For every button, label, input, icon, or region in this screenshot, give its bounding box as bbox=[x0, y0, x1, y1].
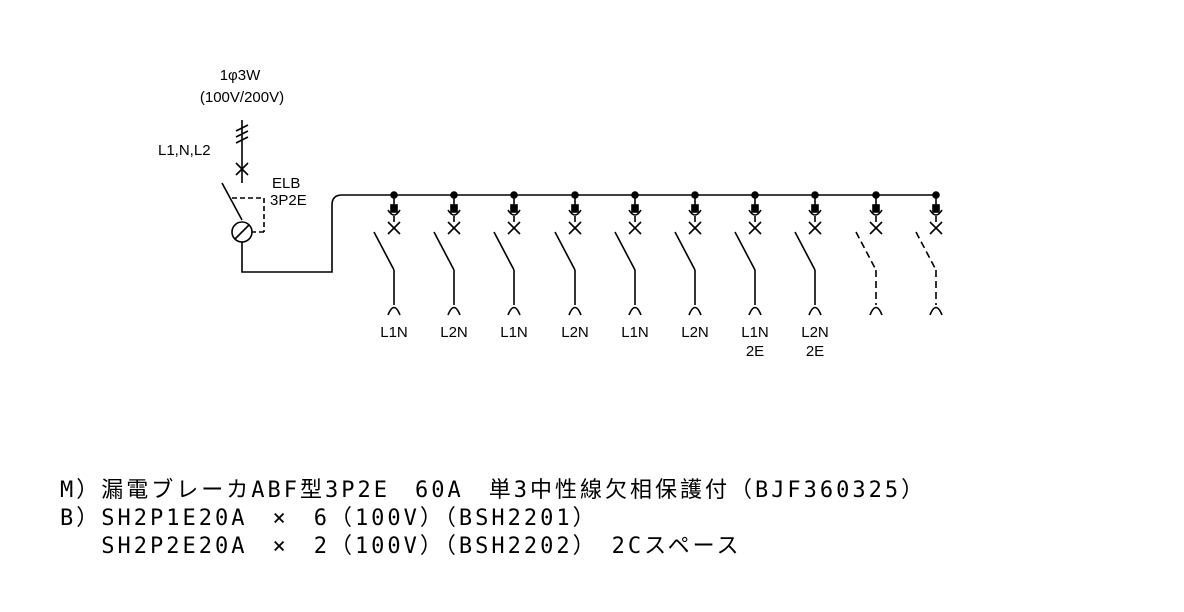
main-elb-symbol bbox=[221, 182, 936, 273]
plug-in-terminal bbox=[751, 204, 759, 213]
note-branch-breakers-2e: SH2P2E20A × 2（100V）（BSH2202） 2Cスペース bbox=[60, 534, 742, 559]
elb-type-label: ELB bbox=[272, 175, 300, 192]
branch-circuit bbox=[614, 191, 642, 316]
supply-conductors-label: L1,N,L2 bbox=[158, 142, 211, 159]
branch-phase-label: L2N bbox=[681, 324, 709, 341]
branch-phase-label: L1N bbox=[741, 324, 769, 341]
plug-in-terminal bbox=[450, 204, 458, 213]
branch-circuit bbox=[433, 191, 461, 316]
plug-in-terminal bbox=[872, 204, 880, 213]
branch-phase-label: L1N bbox=[500, 324, 528, 341]
elb-poles-label: 3P2E bbox=[270, 192, 307, 209]
plug-in-terminal bbox=[811, 204, 819, 213]
incoming-feed bbox=[235, 120, 249, 183]
branch-phase-label: L1N bbox=[621, 324, 649, 341]
spare-branch bbox=[915, 191, 943, 316]
plug-in-terminal bbox=[631, 204, 639, 213]
spare-branch bbox=[855, 191, 883, 316]
plug-in-terminal bbox=[932, 204, 940, 213]
branch-phase-label: L2N bbox=[801, 324, 829, 341]
branch-earth-label: 2E bbox=[746, 343, 764, 360]
branch-phase-label: L1N bbox=[380, 324, 408, 341]
note-main-breaker: M）漏電ブレーカABF型3P2E 60A 単3中性線欠相保護付（BJF36032… bbox=[60, 478, 927, 503]
plug-in-terminal bbox=[390, 204, 398, 213]
branch-circuit bbox=[734, 191, 762, 316]
plug-in-terminal bbox=[571, 204, 579, 213]
branch-circuit bbox=[674, 191, 702, 316]
branch-circuit bbox=[373, 191, 401, 316]
supply-system-label: 1φ3W bbox=[220, 67, 261, 84]
note-branch-breakers-1e: B）SH2P1E20A × 6（100V）（BSH2201） bbox=[60, 506, 598, 531]
branch-earth-label: 2E bbox=[806, 343, 824, 360]
branch-circuit bbox=[794, 191, 822, 316]
plug-in-terminal bbox=[510, 204, 518, 213]
supply-voltage-label: (100V/200V) bbox=[200, 89, 284, 106]
branch-circuit bbox=[554, 191, 582, 316]
branch-phase-label: L2N bbox=[440, 324, 468, 341]
plug-in-terminal bbox=[691, 204, 699, 213]
branch-phase-label: L2N bbox=[561, 324, 589, 341]
branch-circuit bbox=[493, 191, 521, 316]
branch-circuits: L1N L2N L1N L2N L1N L2N L1N 2E L2N 2E bbox=[373, 191, 943, 360]
